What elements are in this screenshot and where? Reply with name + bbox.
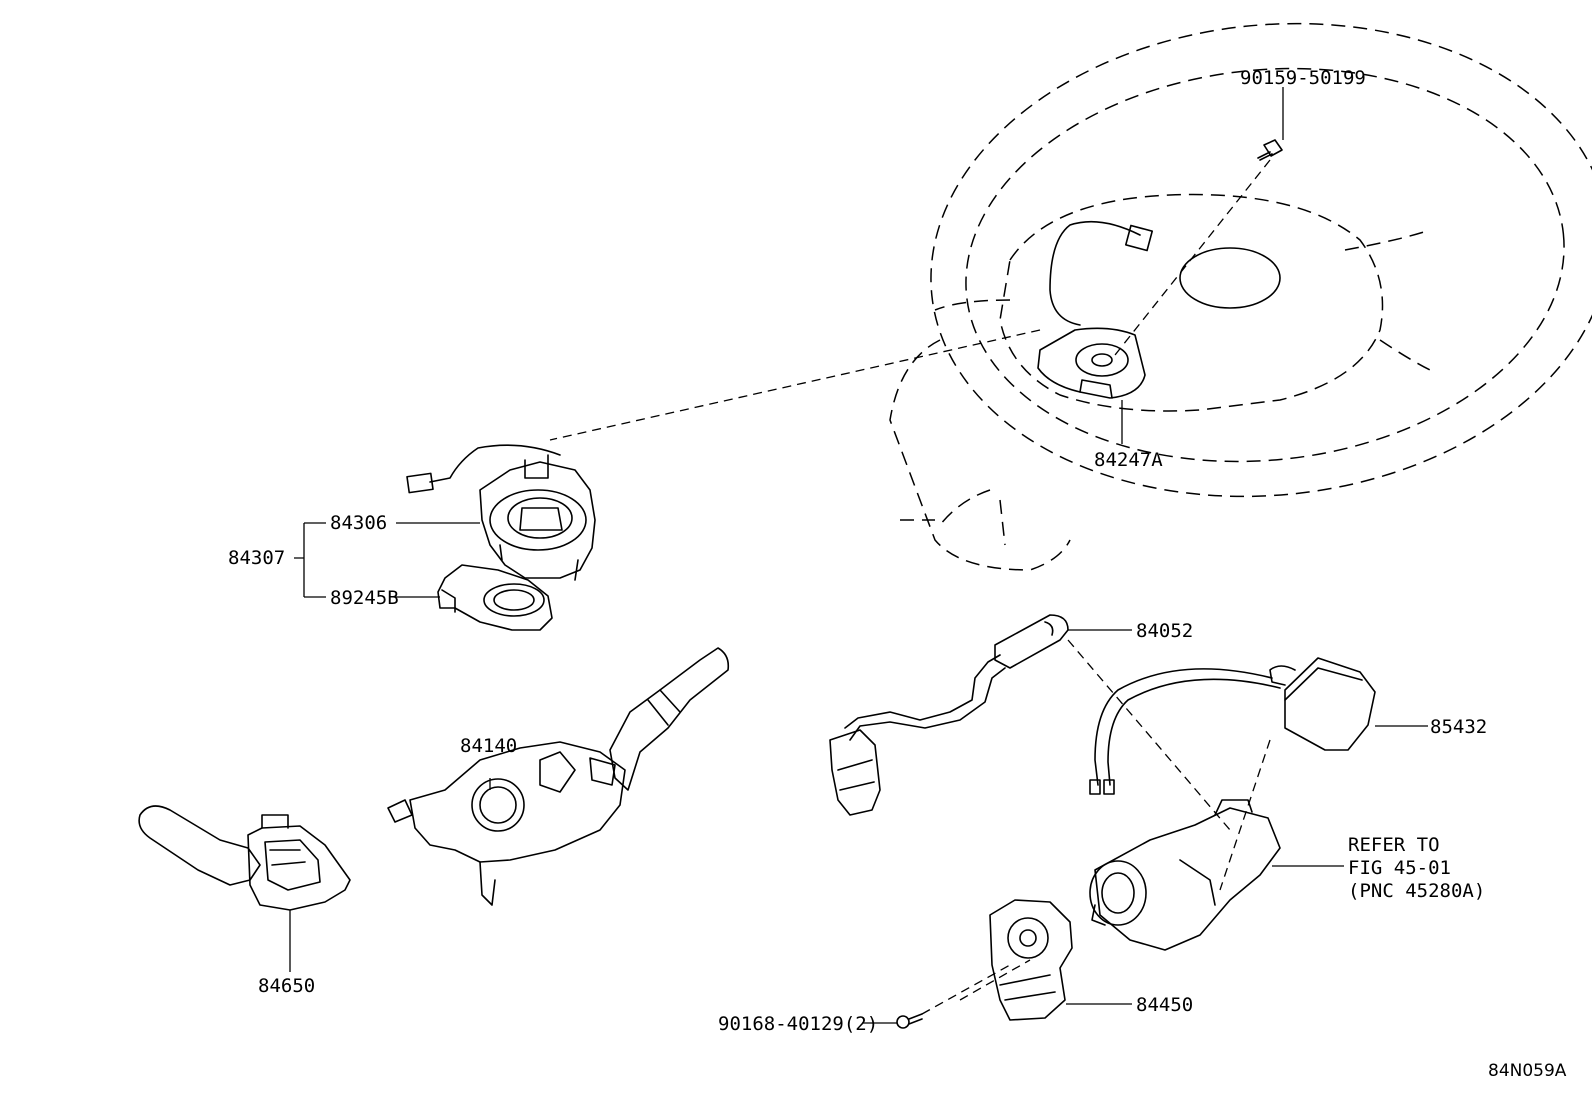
wiper-switch-84650 [138,805,351,911]
label-84650: 84650 [258,975,315,997]
refer-line-1: REFER TO [1348,834,1440,856]
transponder-85432 [1089,657,1376,795]
bolt-90159-icon [1257,139,1283,161]
screw-90168-icon [896,1013,923,1029]
label-90168-40129: 90168-40129(2) [718,1013,878,1035]
label-84307: 84307 [228,547,285,569]
spiral-cable-84306 [406,444,596,581]
label-84450: 84450 [1136,994,1193,1016]
ignition-switch-84450 [989,899,1073,1021]
label-85432: 85432 [1430,716,1487,738]
leader-lines [289,87,1428,1024]
label-90159-50199: 90159-50199 [1240,67,1366,89]
combination-switch-84140 [387,647,730,906]
figure-code: 84N059A [1488,1061,1567,1081]
refer-line-3: (PNC 45280A) [1348,880,1485,902]
refer-line-2: FIG 45-01 [1348,857,1451,879]
ignition-housing-45280A [1089,799,1281,951]
steering-wheel [889,22,1592,571]
steering-sensor-89245B [437,564,553,631]
label-84247A: 84247A [1094,449,1163,471]
unlock-warning-switch-84052 [829,614,1069,816]
label-84140: 84140 [460,735,517,757]
label-89245B: 89245B [330,587,399,609]
label-84052: 84052 [1136,620,1193,642]
label-84306: 84306 [330,512,387,534]
